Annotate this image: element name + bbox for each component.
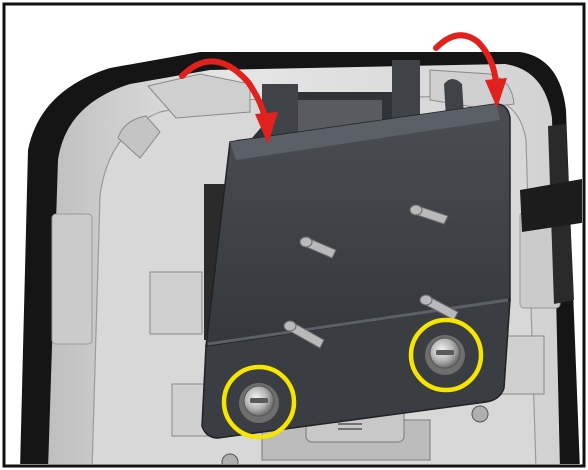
screw-left xyxy=(239,383,279,423)
highlight-circle-left xyxy=(221,364,297,440)
screw-right xyxy=(425,335,465,375)
highlight-circle-right xyxy=(408,317,484,393)
rotate-arrow-left xyxy=(179,58,278,144)
rotate-arrow-right xyxy=(433,32,507,108)
belt-clip-bracket xyxy=(201,79,511,439)
clip-studs xyxy=(283,204,459,349)
